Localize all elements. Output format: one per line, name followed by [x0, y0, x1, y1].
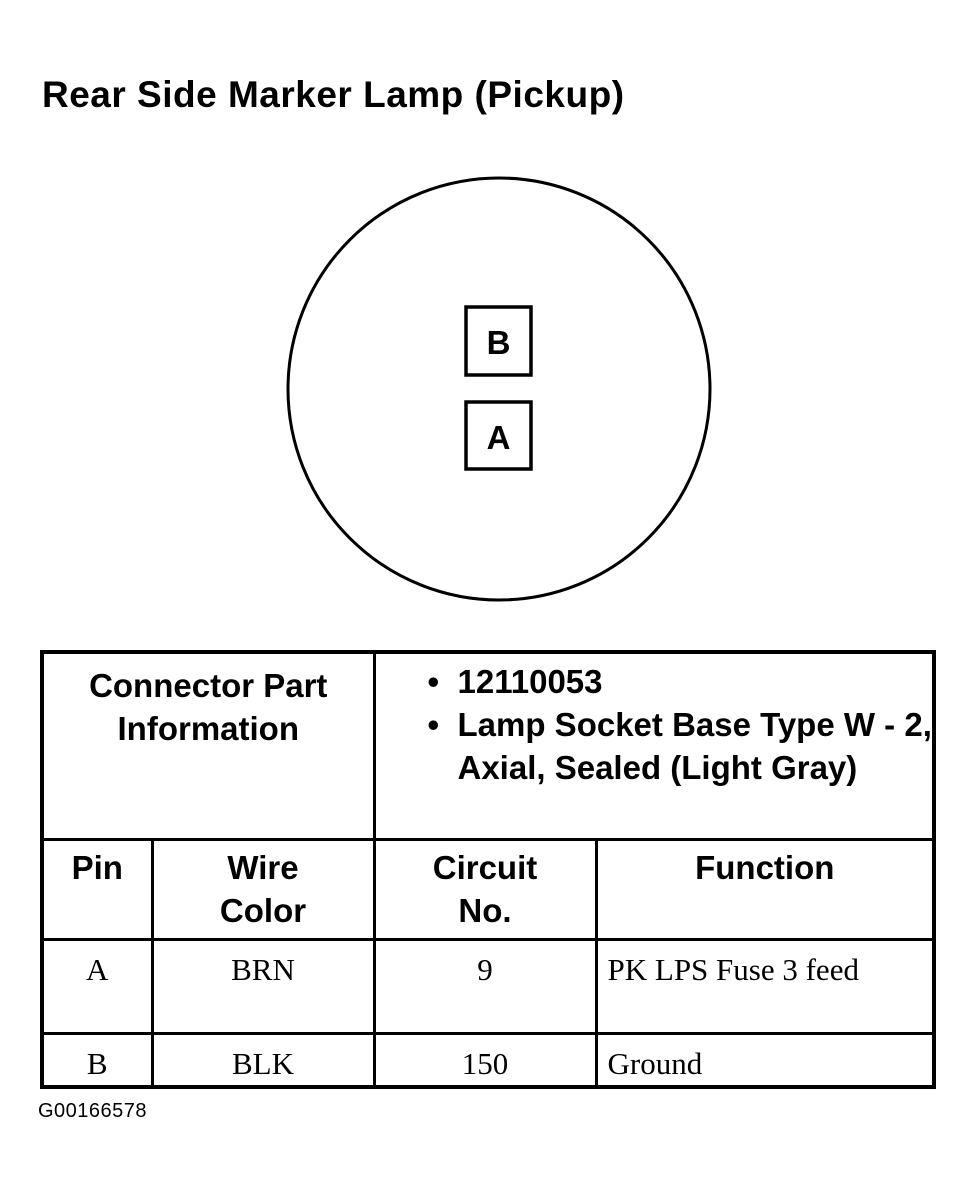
table-row: B BLK 150 Ground	[40, 1031, 936, 1089]
cell-circuit-no: 150	[372, 1031, 598, 1089]
pin-cavity-b	[464, 305, 533, 377]
header-wire-color: Wire Color	[150, 837, 376, 941]
part-info-label: Connector Part Information	[40, 650, 376, 841]
pin-label-a: A	[487, 419, 511, 456]
figure-id: G00166578	[38, 1100, 148, 1122]
pin-label-b: B	[487, 324, 511, 361]
cell-pin: B	[40, 1031, 154, 1089]
column-header-row: Pin Wire Color Circuit No. Function	[40, 837, 936, 941]
table-row: A BRN 9 PK LPS Fuse 3 feed	[40, 937, 936, 1035]
cell-pin: A	[40, 937, 154, 1035]
cell-wire-color: BRN	[150, 937, 376, 1035]
diagram-title: Rear Side Marker Lamp (Pickup)	[42, 74, 625, 115]
header-pin: Pin	[40, 837, 154, 941]
cell-wire-color: BLK	[150, 1031, 376, 1089]
part-number: 12110053	[428, 660, 933, 703]
connector-info-table: Connector Part Information 12110053 Lamp…	[40, 650, 937, 1089]
cell-function: PK LPS Fuse 3 feed	[594, 937, 936, 1035]
connector-outline	[286, 176, 712, 602]
connector-face-diagram: B A	[286, 176, 712, 602]
part-description: Lamp Socket Base Type W - 2, Axial, Seal…	[428, 703, 933, 789]
pin-cavity-a	[464, 400, 533, 471]
part-info-list: 12110053 Lamp Socket Base Type W - 2, Ax…	[376, 654, 933, 795]
cell-function: Ground	[594, 1031, 936, 1089]
header-function: Function	[594, 837, 936, 941]
part-info-values: 12110053 Lamp Socket Base Type W - 2, Ax…	[372, 650, 936, 841]
header-circuit-no: Circuit No.	[372, 837, 598, 941]
part-info-row: Connector Part Information 12110053 Lamp…	[40, 650, 936, 841]
cell-circuit-no: 9	[372, 937, 598, 1035]
